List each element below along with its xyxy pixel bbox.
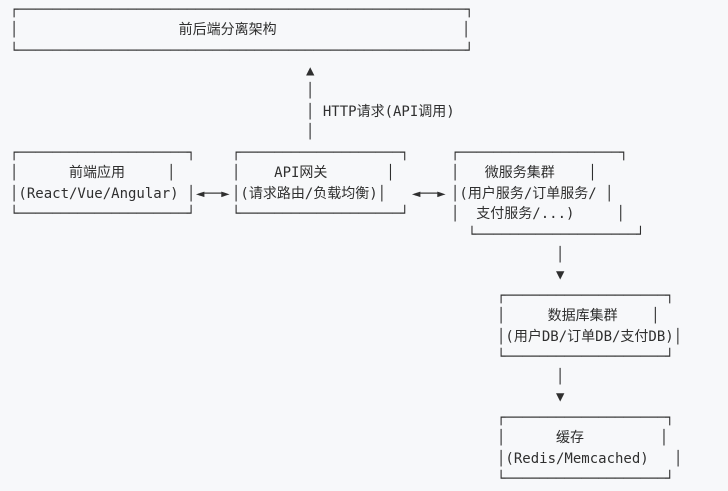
api-gateway-box: ┌───────────────────┐ │ API网关 │ │(请求路由/负… — [232, 145, 410, 223]
database-box: ┌───────────────────┐ │ 数据库集群 │ │(用户DB/订… — [497, 288, 683, 366]
frontend-gateway-arrow: ◄──► — [196, 186, 230, 202]
db-to-cache-arrow: │ ▼ — [556, 369, 565, 406]
frontend-app-box: ┌────────────────────┐ │ 前端应用 │ │(React/… — [10, 145, 196, 223]
services-to-db-arrow: │ ▼ — [556, 247, 565, 284]
cache-box: ┌───────────────────┐ │ 缓存 │ │(Redis/Mem… — [497, 410, 683, 488]
microservices-box: ┌───────────────────┐ │ 微服务集群 │ │(用户服务/订… — [451, 145, 645, 243]
http-request-arrow: ▲ │ │ HTTP请求(API调用) │ — [306, 63, 455, 141]
title-box: ┌───────────────────────────────────────… — [10, 2, 474, 59]
gateway-services-arrow: ◄──► — [412, 186, 446, 202]
